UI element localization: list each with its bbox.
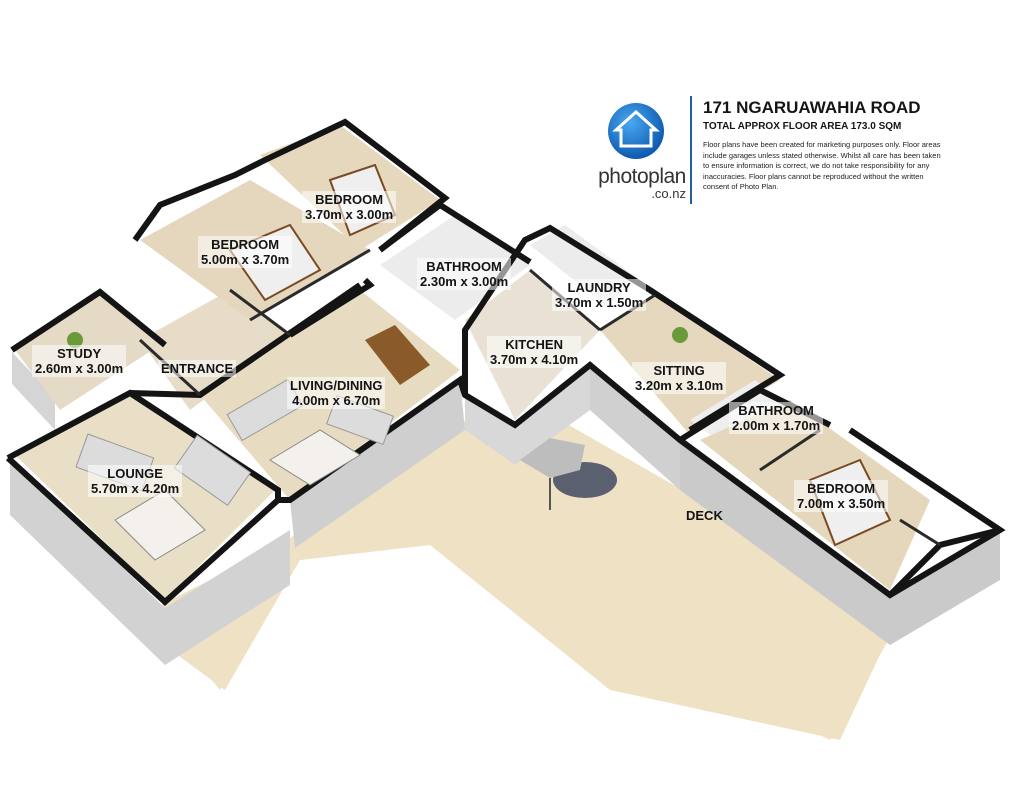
room-dimensions: 5.70m x 4.20m <box>91 481 180 496</box>
room-label-bedroom-main: BEDROOM 5.00m x 3.70m <box>198 236 293 268</box>
room-name: BEDROOM <box>315 192 384 207</box>
living-rug <box>269 429 361 486</box>
lounge-floor <box>15 395 275 600</box>
room-label-bedroom-top: BEDROOM 3.70m x 3.00m <box>302 191 397 223</box>
room-name: BEDROOM <box>807 481 876 496</box>
room-label-deck: DECK <box>683 507 726 524</box>
room-dimensions: 2.30m x 3.00m <box>420 274 509 289</box>
room-label-entrance: ENTRANCE <box>158 360 237 377</box>
room-name: LOUNGE <box>107 466 163 481</box>
room-name: KITCHEN <box>505 337 563 352</box>
room-name: BATHROOM <box>738 403 814 418</box>
room-name: LIVING/DINING <box>290 378 383 393</box>
room-name: BEDROOM <box>211 237 280 252</box>
dining-table <box>365 325 430 385</box>
plant <box>67 327 688 348</box>
room-label-bathroom-1: BATHROOM 2.30m x 3.00m <box>417 258 512 290</box>
property-address: 171 NGARUAWAHIA ROAD <box>703 98 921 117</box>
sitting-wall-face <box>590 365 680 490</box>
room-name: DECK <box>686 508 723 523</box>
header-divider <box>690 96 692 204</box>
brand-name: photoplan <box>598 165 686 188</box>
room-label-bathroom-2: BATHROOM 2.00m x 1.70m <box>729 402 824 434</box>
room-label-bedroom-right: BEDROOM 7.00m x 3.50m <box>794 480 889 512</box>
room-dimensions: 3.70m x 4.10m <box>490 352 579 367</box>
room-name: LAUNDRY <box>567 280 631 295</box>
room-label-kitchen: KITCHEN 3.70m x 4.10m <box>487 336 582 368</box>
room-name: STUDY <box>57 346 102 361</box>
brand-domain: .co.nz <box>651 186 686 201</box>
room-label-lounge: LOUNGE 5.70m x 4.20m <box>88 465 183 497</box>
room-label-sitting: SITTING 3.20m x 3.10m <box>632 362 727 394</box>
living-wall-face <box>290 380 465 548</box>
deck-area-main <box>130 418 905 740</box>
room-dimensions: 2.60m x 3.00m <box>35 361 124 376</box>
room-label-laundry: LAUNDRY 3.70m x 1.50m <box>552 279 647 311</box>
room-dimensions: 3.70m x 1.50m <box>555 295 644 310</box>
room-dimensions: 2.00m x 1.70m <box>732 418 821 433</box>
lounge-wall-face <box>10 460 290 665</box>
lounge-rug <box>114 489 206 561</box>
brand-wordmark: photoplan .co.nz <box>592 165 692 201</box>
total-floor-area: TOTAL APPROX FLOOR AREA 173.0 SQM <box>703 121 902 132</box>
study-wall-face <box>12 352 55 430</box>
room-dimensions: 4.00m x 6.70m <box>292 393 381 408</box>
room-dimensions: 7.00m x 3.50m <box>797 496 886 511</box>
house-icon <box>608 103 664 159</box>
room-label-living-dining: LIVING/DINING 4.00m x 6.70m <box>287 377 386 409</box>
disclaimer-text: Floor plans have been created for market… <box>703 140 941 191</box>
room-dimensions: 3.20m x 3.10m <box>635 378 724 393</box>
outdoor-table <box>520 438 617 510</box>
room-name: BATHROOM <box>426 259 502 274</box>
room-dimensions: 3.70m x 3.00m <box>305 207 394 222</box>
room-name: SITTING <box>653 363 705 378</box>
room-label-study: STUDY 2.60m x 3.00m <box>32 345 127 377</box>
room-dimensions: 5.00m x 3.70m <box>201 252 290 267</box>
room-name: ENTRANCE <box>161 361 234 376</box>
bedroom-right-wall-face <box>680 440 1000 645</box>
